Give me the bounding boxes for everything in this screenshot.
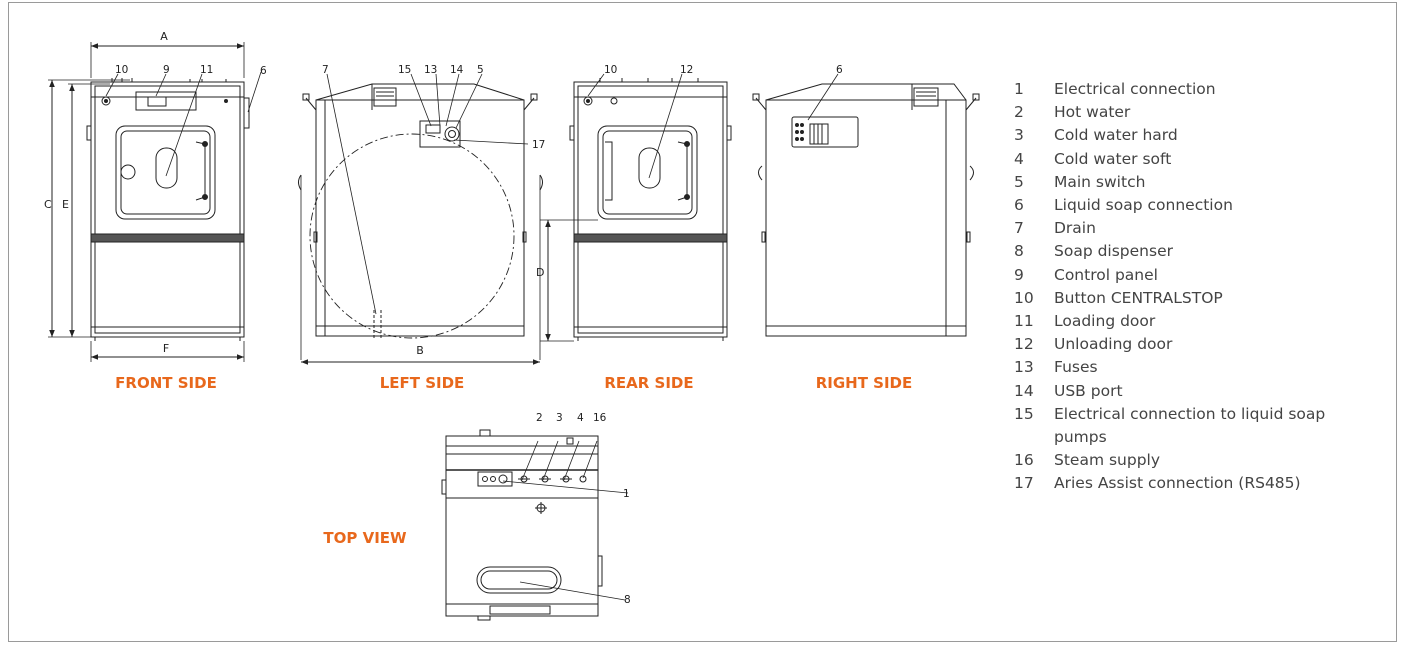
- legend-text: Cold water soft: [1054, 149, 1172, 168]
- callout-rear-12: 12: [680, 64, 693, 76]
- top-leaders: [502, 440, 629, 601]
- legend-item: 7 Drain: [1014, 217, 1354, 240]
- legend-item: 6 Liquid soap connection: [1014, 194, 1354, 217]
- legend-text: Electrical connection: [1054, 80, 1216, 98]
- legend-number: 13: [1014, 358, 1034, 377]
- legend-item: 3 Cold water hard: [1014, 124, 1354, 147]
- legend-number: 1: [1014, 80, 1024, 98]
- callout-top-4: 4: [577, 412, 584, 424]
- legend-number: 4: [1014, 149, 1024, 168]
- rear-dimensions: [540, 219, 598, 342]
- legend-item: 13 Fuses: [1014, 356, 1354, 379]
- legend-number: 6: [1014, 196, 1024, 215]
- legend-number: 11: [1014, 312, 1034, 331]
- callout-right-6: 6: [836, 64, 843, 76]
- legend-item: 11 Loading door: [1014, 310, 1354, 333]
- callout-left-14: 14: [450, 64, 464, 76]
- front-dimensions: [48, 42, 245, 362]
- legend-number: 15: [1014, 404, 1034, 423]
- left-leaders: [326, 73, 529, 315]
- callout-top-2: 2: [536, 412, 543, 424]
- right-view: [752, 83, 980, 337]
- legend-item: 12 Unloading door: [1014, 333, 1354, 356]
- dim-b-label: B: [416, 344, 424, 357]
- rear-side-label: REAR SIDE: [604, 374, 693, 392]
- dim-f-label: F: [163, 342, 169, 355]
- legend-item: 15 Electrical connection to liquid soap p…: [1014, 403, 1354, 449]
- legend-text: Soap dispenser: [1054, 242, 1173, 261]
- callout-front-6: 6: [260, 65, 267, 77]
- left-view: [298, 83, 543, 360]
- legend-text: Aries Assist connection (RS485): [1054, 474, 1301, 493]
- callout-front-11: 11: [200, 64, 213, 76]
- callout-left-15: 15: [398, 64, 411, 76]
- legend-item: 8 Soap dispenser: [1014, 240, 1354, 263]
- callout-left-13: 13: [424, 64, 437, 76]
- callout-rear-10: 10: [604, 64, 617, 76]
- rear-leaders: [587, 73, 683, 179]
- dim-d-label: D: [536, 266, 544, 279]
- legend-number: 16: [1014, 451, 1034, 470]
- legend-number: 12: [1014, 335, 1034, 354]
- dim-a-label: A: [160, 30, 168, 43]
- legend-number: 17: [1014, 474, 1034, 493]
- legend-number: 10: [1014, 288, 1034, 307]
- legend-text: Button CENTRALSTOP: [1054, 288, 1223, 307]
- top-view-label: TOP VIEW: [323, 529, 407, 547]
- legend-number: 7: [1014, 219, 1024, 238]
- legend-text: Steam supply: [1054, 451, 1161, 470]
- legend-item: 2 Hot water: [1014, 101, 1354, 124]
- legend-item: 16 Steam supply: [1014, 449, 1354, 472]
- legend-number: 14: [1014, 381, 1034, 400]
- legend-text: Hot water: [1054, 103, 1131, 122]
- legend-text: Fuses: [1054, 358, 1098, 377]
- legend-text: Loading door: [1054, 312, 1156, 331]
- legend-text: Control panel: [1054, 265, 1158, 284]
- left-side-label: LEFT SIDE: [380, 374, 465, 392]
- rear-view: [569, 78, 732, 341]
- right-side-label: RIGHT SIDE: [816, 374, 913, 392]
- dim-c-label: C: [44, 198, 52, 211]
- callout-top-16: 16: [593, 412, 607, 424]
- legend-item: 9 Control panel: [1014, 264, 1354, 287]
- legend-text: Unloading door: [1054, 335, 1173, 354]
- callout-top-3: 3: [556, 412, 563, 424]
- callout-front-9: 9: [163, 64, 170, 76]
- right-leaders: [807, 73, 839, 121]
- legend-text: Main switch: [1054, 172, 1146, 191]
- legend-text: Liquid soap connection: [1054, 196, 1233, 215]
- legend-text: Drain: [1054, 219, 1096, 238]
- legend-item: 10 Button CENTRALSTOP: [1014, 287, 1354, 310]
- legend-number: 2: [1014, 103, 1024, 122]
- callout-front-10: 10: [115, 64, 128, 76]
- legend-number: 9: [1014, 265, 1024, 284]
- callout-top-1: 1: [623, 488, 630, 500]
- dim-e-label: E: [62, 198, 69, 211]
- legend-item: 5 Main switch: [1014, 171, 1354, 194]
- legend-text: USB port: [1054, 381, 1123, 400]
- callout-left-17: 17: [532, 139, 545, 151]
- legend-number: 5: [1014, 172, 1024, 191]
- front-side-label: FRONT SIDE: [115, 374, 217, 392]
- legend-item: 14 USB port: [1014, 380, 1354, 403]
- legend-text: Electrical connection to liquid soap pum…: [1054, 404, 1326, 447]
- top-view: [441, 429, 603, 621]
- front-leaders: [105, 71, 262, 177]
- callout-left-5: 5: [477, 64, 484, 76]
- legend-item: 17 Aries Assist connection (RS485): [1014, 472, 1354, 495]
- legend-number: 8: [1014, 242, 1024, 261]
- front-view: [86, 78, 250, 341]
- callout-left-7: 7: [322, 64, 329, 76]
- legend-text: Cold water hard: [1054, 126, 1178, 145]
- callout-top-8: 8: [624, 594, 631, 606]
- legend-item: 1 Electrical connection: [1014, 78, 1354, 101]
- legend-number: 3: [1014, 126, 1024, 145]
- legend-item: 4 Cold water soft: [1014, 148, 1354, 171]
